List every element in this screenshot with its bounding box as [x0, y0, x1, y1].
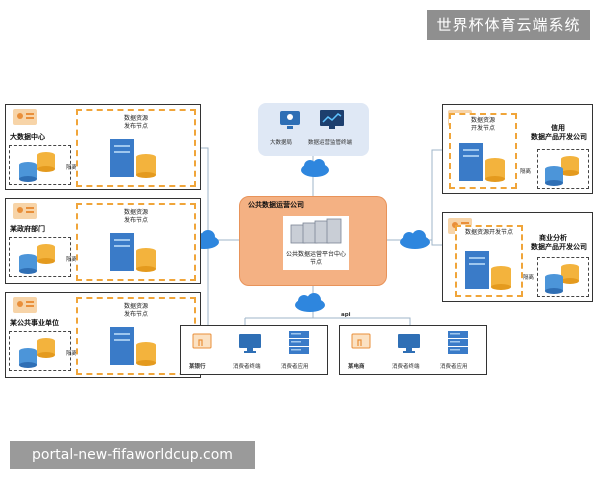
publish-node-zone: 数据资源 发布节点: [76, 297, 196, 375]
right-panel-title-line2: 数据产品开发公司: [531, 243, 587, 251]
top-node-item1: 大数据局: [270, 140, 293, 146]
right-panel-business-analysis: 数据资源开发节点 商业分析 数据产品开发公司 隔离: [442, 212, 593, 302]
id-card-icon: [13, 297, 37, 313]
cloud-icon: [301, 159, 329, 177]
center-inner-line1: 公共数据运营平台中心: [285, 251, 346, 258]
server-db-icon: [110, 233, 156, 272]
server-rack-icon: [448, 331, 468, 354]
server-db-icon: [459, 143, 505, 182]
top-node: 大数据局 数据运营监管终端: [258, 103, 369, 156]
api-label: api: [341, 312, 351, 318]
bottom-org: 某银行: [189, 364, 206, 370]
left-panel-title: 大数据中心: [10, 133, 45, 141]
server-rack-icon: [289, 331, 309, 354]
bottom-terminal: 消费者终端: [233, 364, 261, 370]
touch-screen-icon: [192, 333, 212, 349]
database-icon: [19, 338, 55, 368]
bottom-panel-ecommerce: 某电商 消费者终端 消费者应用: [339, 325, 487, 375]
id-card-icon: [13, 203, 37, 219]
server-rack-icon: [290, 218, 342, 244]
bottom-org: 某电商: [348, 364, 365, 370]
center-node-inner: 公共数据运营平台中心 节点: [283, 216, 349, 270]
node-line1: 数据资源: [123, 115, 148, 122]
touch-screen-icon: [351, 333, 371, 349]
isolation-label: 隔离: [66, 165, 78, 171]
bottom-panel-bank: 某银行 消费者终端 消费者应用: [180, 325, 328, 375]
monitor-icon: [398, 334, 420, 353]
center-node-title: 公共数据运营公司: [248, 201, 304, 209]
develop-node-zone: 数据资源 开发节点: [449, 113, 517, 189]
server-db-icon: [110, 139, 156, 178]
database-icon: [545, 156, 579, 186]
publish-node-zone: 数据资源 发布节点: [76, 109, 196, 187]
monitor-icon: [239, 334, 261, 353]
left-panel-gov-dept: 某政府部门 隔离 数据资源 发布节点: [5, 198, 201, 284]
bottom-app: 消费者应用: [440, 364, 468, 370]
node-line2: 发布节点: [123, 217, 148, 224]
isolation-zone: [537, 257, 589, 297]
top-node-item2: 数据运营监管终端: [308, 140, 353, 146]
right-panel-title-line1: 信用: [551, 124, 565, 132]
center-inner-line2: 节点: [309, 259, 322, 266]
node-line1: 数据资源: [123, 303, 148, 310]
node-line1: 数据资源开发节点: [464, 229, 513, 236]
left-panel-title: 某公共事业单位: [10, 319, 59, 327]
cloud-icon: [295, 293, 325, 312]
right-panel-credit: 数据资源 开发节点 信用 数据产品开发公司 隔离: [442, 104, 593, 194]
person-monitor-icon: [280, 111, 300, 129]
cloud-icon: [400, 230, 430, 249]
left-panel-data-center: 大数据中心 隔离 数据资源 发布节点: [5, 104, 201, 190]
node-line2: 开发节点: [470, 125, 495, 132]
isolation-label: 隔离: [66, 351, 78, 357]
isolation-zone: [9, 237, 71, 277]
server-db-icon: [465, 251, 511, 290]
right-panel-title-line1: 商业分析: [539, 234, 567, 242]
publish-node-zone: 数据资源 发布节点: [76, 203, 196, 281]
left-panel-title: 某政府部门: [10, 225, 45, 233]
brand-banner: 世界杯体育云端系统: [427, 10, 590, 40]
database-icon: [19, 244, 55, 274]
isolation-label: 隔离: [66, 257, 78, 263]
bottom-terminal: 消费者终端: [392, 364, 420, 370]
chart-monitor-icon: [320, 110, 344, 129]
bottom-app: 消费者应用: [281, 364, 309, 370]
isolation-label: 隔离: [523, 275, 535, 281]
database-icon: [545, 264, 579, 294]
node-line2: 发布节点: [123, 123, 148, 130]
isolation-zone: [9, 331, 71, 371]
develop-node-zone: 数据资源开发节点: [455, 225, 523, 297]
node-line2: 发布节点: [123, 311, 148, 318]
watermark-url: portal-new-fifaworldcup.com: [10, 441, 255, 469]
server-db-icon: [110, 327, 156, 366]
database-icon: [19, 152, 55, 182]
isolation-label: 隔离: [520, 169, 532, 175]
left-panel-public-institution: 某公共事业单位 隔离 数据资源 发布节点: [5, 292, 201, 378]
isolation-zone: [537, 149, 589, 189]
right-panel-title-line2: 数据产品开发公司: [531, 133, 587, 141]
node-line1: 数据资源: [123, 209, 148, 216]
id-card-icon: [13, 109, 37, 125]
node-line1: 数据资源: [470, 117, 495, 124]
isolation-zone: [9, 145, 71, 185]
